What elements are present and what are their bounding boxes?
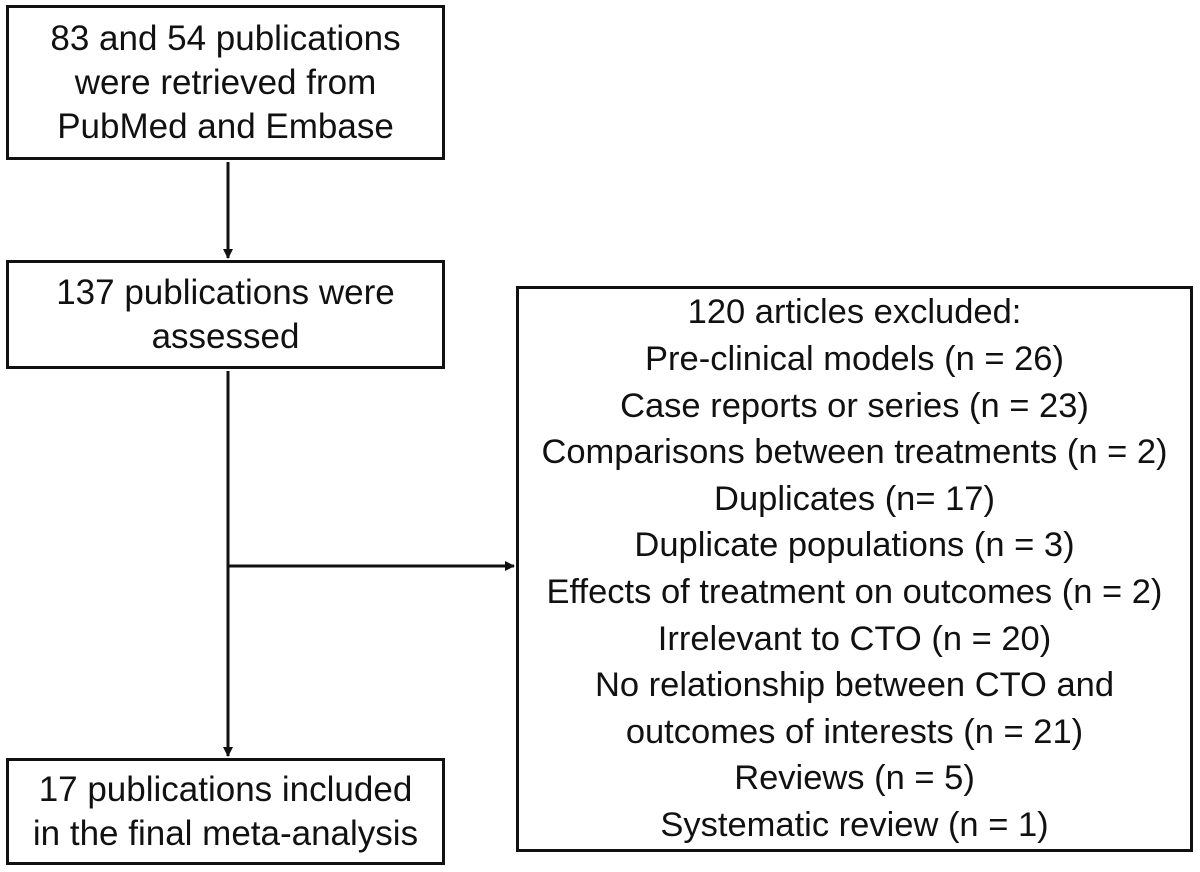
excluded-reason: Duplicates (n= 17)	[714, 479, 995, 518]
box-publications-retrieved: 83 and 54 publications were retrieved fr…	[6, 5, 445, 160]
retrieved-text: 83 and 54 publications were retrieved fr…	[50, 18, 401, 146]
excluded-reason: Reviews (n = 5)	[734, 759, 975, 798]
excluded-reason: Irrelevant to CTO (n = 20)	[657, 619, 1052, 658]
excluded-heading: 120 articles excluded:	[687, 293, 1022, 332]
box-publications-assessed: 137 publications were assessed	[6, 260, 445, 369]
excluded-reason: Duplicate populations (n = 3)	[634, 526, 1075, 565]
excluded-reason: No relationship between CTO and	[594, 666, 1115, 705]
excluded-reason: Effects of treatment on outcomes (n = 2)	[546, 573, 1163, 611]
assessed-text: 137 publications were assessed	[56, 272, 395, 356]
excluded-reason: Case reports or series (n = 23)	[620, 386, 1089, 425]
excluded-reason: Systematic review (n = 1)	[660, 805, 1049, 844]
box-publications-included: 17 publications included in the final me…	[6, 758, 445, 865]
excluded-reason: Comparisons between treatments (n = 2)	[541, 433, 1168, 472]
included-text: 17 publications included in the final me…	[32, 769, 419, 853]
excluded-reason: outcomes of interests (n = 21)	[625, 712, 1084, 751]
box-articles-excluded: 120 articles excluded: Pre-clinical mode…	[516, 286, 1193, 852]
excluded-reason: Pre-clinical models (n = 26)	[645, 340, 1064, 379]
